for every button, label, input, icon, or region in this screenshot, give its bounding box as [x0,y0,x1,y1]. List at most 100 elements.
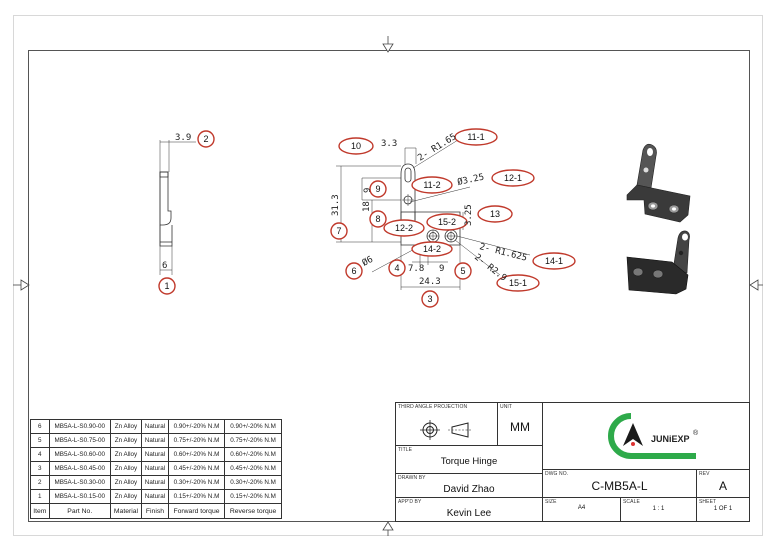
balloon-14-2 [411,241,453,257]
sheet-value: 1 OF 1 [713,506,733,512]
unit-value: MM [510,420,530,434]
title-cell: TITLE Torque Hinge [395,445,543,474]
dwg-no-label: DWG NO. [545,471,569,477]
material-cell: Zn Alloy [109,419,143,434]
dim-3-25-vertical: 3.25 [464,204,474,226]
centering-mark-left [13,279,30,291]
rev-label: REV [699,471,710,477]
finish-cell: Natural [141,447,169,462]
reverse-torque-cell: 0.75+/-20% N.M [224,433,282,448]
forward-torque-cell: 0.75+/-20% N.M [167,433,226,448]
balloon-8 [369,210,387,228]
balloon-6 [345,262,363,280]
item-cell: 5 [30,433,50,448]
dim-side-thickness: 3.9 [175,133,191,143]
forward-torque-cell: 0.60+/-20% N.M [167,447,226,462]
item-cell: 2 [30,475,50,490]
balloon-4 [388,259,406,277]
item-cell: 6 [30,419,50,434]
title-label: TITLE [398,447,413,453]
company-logo: JUNiEXP ® [608,413,699,459]
material-cell: Zn Alloy [109,475,143,490]
bom-header-material: Material [109,503,143,519]
side-view [159,140,196,275]
part-no-cell: MB5A-L-S0.45-00 [48,461,111,476]
hinge-isometric-bottom [626,230,690,295]
balloon-9 [369,180,387,198]
balloon-label-14-2: 14-2 [423,244,441,254]
forward-torque-cell: 0.30+/-20% N.M [167,475,226,490]
dwg-no-value: C-MB5A-L [591,479,648,493]
balloon-14-1 [532,252,576,270]
hinge-isometric-top [626,143,691,223]
balloon-15-1 [496,274,540,292]
item-cell: 4 [30,447,50,462]
item-cell: 3 [30,461,50,476]
balloon-label-11-1: 11-1 [467,132,484,142]
unit-cell: UNIT MM [497,402,543,446]
size-value: A4 [577,505,586,511]
scale-value: 1 : 1 [652,506,665,512]
balloon-label-2: 2 [203,134,208,144]
balloon-label-15-1: 15-1 [509,278,527,288]
sheet-cell: SHEET 1 OF 1 [696,497,750,522]
scale-cell: SCALE 1 : 1 [620,497,697,522]
logo-wordmark: JUNiEXP [651,434,690,444]
third-angle-projection-symbol [420,420,472,440]
size-cell: SIZE A4 [542,497,621,522]
part-no-cell: MB5A-L-S0.30-00 [48,475,111,490]
part-no-cell: MB5A-L-S0.75-00 [48,433,111,448]
projection-cell: THIRD ANGLE PROJECTION [395,402,498,446]
part-no-cell: MB5A-L-S0.90-00 [48,419,111,434]
forward-torque-cell: 0.90+/-20% N.M [167,419,226,434]
balloon-label-15-2: 15-2 [438,217,456,227]
bom-header-item: Item [30,503,50,519]
material-cell: Zn Alloy [109,447,143,462]
finish-cell: Natural [141,419,169,434]
reverse-torque-cell: 0.90+/-20% N.M [224,419,282,434]
balloon-3 [421,290,439,308]
material-cell: Zn Alloy [109,433,143,448]
balloon-label-1: 1 [164,281,169,291]
reverse-torque-cell: 0.15+/-20% N.M [224,489,282,504]
balloon-label-7: 7 [336,226,341,236]
logo-cell: JUNiEXP ® [542,402,750,470]
dim-side-width: 6 [162,261,167,271]
dim-31-3: 31.3 [331,194,341,216]
forward-torque-cell: 0.15+/-20% N.M [167,489,226,504]
part-no-cell: MB5A-L-S0.15-00 [48,489,111,504]
size-label: SIZE [545,499,557,505]
centering-mark-right [749,279,763,291]
rev-value: A [718,479,727,493]
balloon-15-2 [426,213,468,231]
forward-torque-cell: 0.45+/-20% N.M [167,461,226,476]
item-cell: 1 [30,489,50,504]
dim-3-3: 3.3 [381,139,397,149]
approved-by-cell: APP'D BY Kevin Lee [395,497,543,522]
material-cell: Zn Alloy [109,489,143,504]
finish-cell: Natural [141,489,169,504]
balloon-11-2 [411,176,453,194]
balloon-label-12-1: 12-1 [504,173,522,183]
projection-label: THIRD ANGLE PROJECTION [398,404,468,410]
dim-dia-3-25: Ø3.25 [456,172,485,188]
dim-9-horizontal: 9 [439,264,444,274]
balloon-label-13: 13 [490,209,500,219]
balloon-label-3: 3 [427,294,432,304]
balloon-2 [197,130,215,148]
finish-cell: Natural [141,475,169,490]
balloon-label-4: 4 [394,263,399,273]
centering-mark-bottom [382,521,394,536]
sheet-label: SHEET [699,499,717,505]
balloon-label-5: 5 [460,266,465,276]
dim-18: 18 [362,201,372,212]
approved-by-label: APP'D BY [398,499,422,505]
